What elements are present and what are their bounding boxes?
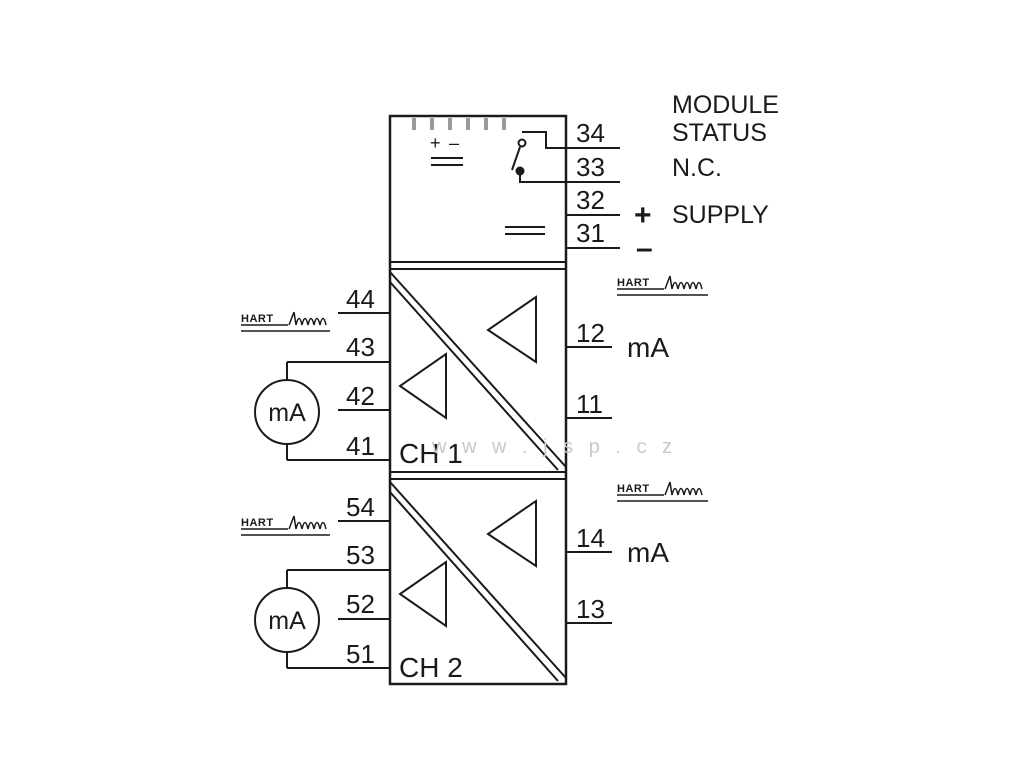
supply-dc-symbol-icon [505,226,545,235]
dc-minus-sign: – [449,133,459,153]
ch2-input-amplifier-icon [398,560,447,628]
module-body [388,114,568,686]
ch1-meter-unit: mA [268,399,306,427]
ch2-converter-diagonal [389,481,567,682]
terminal-31: 31 [576,218,605,248]
terminal-43: 43 [346,332,375,362]
status-label-nc: N.C. [672,154,722,182]
terminal-54: 54 [346,492,375,522]
svg-text:HART: HART [617,277,650,289]
supply-plus-sign: + [634,199,652,232]
ch2-output-unit: mA [627,537,669,568]
terminal-44: 44 [346,284,375,314]
ch2-input-hart-icon: HART [241,515,330,536]
ch2-meter-unit: mA [268,607,306,635]
supply-minus-sign: – [636,232,653,265]
terminal-53: 53 [346,540,375,570]
dc-symbol-icon [431,157,463,166]
supply-label: SUPPLY [672,201,769,229]
ch2-label: CH 2 [399,652,463,683]
ch1-output-unit: mA [627,332,669,363]
ch1-output-amplifier-icon [486,295,537,364]
ch1-current-meter [254,362,320,460]
terminal-11: 11 [576,389,603,419]
relay-contact-icon [511,131,620,183]
watermark: w w w . j s p . c z [431,436,677,458]
terminal-34: 34 [576,118,605,148]
terminal-14: 14 [576,523,605,553]
terminal-51: 51 [346,639,375,669]
status-label-module: MODULE [672,91,779,119]
ch1-label: CH 1 [399,438,463,469]
dip-markers [412,118,506,130]
terminal-12: 12 [576,318,605,348]
terminal-42: 42 [346,381,375,411]
status-label-status: STATUS [672,119,767,147]
ch1-input-amplifier-icon [398,352,447,420]
terminal-13: 13 [576,594,605,624]
ch2-output-amplifier-icon [486,499,537,568]
ch1-output-hart-icon: HART [617,275,708,296]
terminal-41: 41 [346,431,375,461]
ch1-input-hart-icon: HART [241,311,330,332]
dc-plus-sign: + [430,133,441,153]
svg-text:HART: HART [241,313,274,325]
svg-text:HART: HART [241,517,274,529]
terminal-52: 52 [346,589,375,619]
ch1-converter-diagonal [389,271,567,471]
ch2-output-hart-icon: HART [617,481,708,502]
terminal-32: 32 [576,185,605,215]
svg-text:HART: HART [617,483,650,495]
ch2-current-meter [254,570,320,668]
terminal-33: 33 [576,152,605,182]
